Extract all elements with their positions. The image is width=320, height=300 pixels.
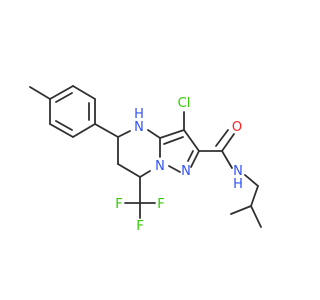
ring-h-label: H	[134, 107, 144, 122]
n-ch2-bond	[244, 174, 259, 187]
pyrazole-ring	[159, 129, 200, 173]
ch2-ch-bond	[250, 185, 259, 207]
pyrimidine-ring	[94, 123, 161, 178]
nh-c3a-bond	[147, 129, 161, 139]
c-n-amide-bond	[221, 150, 233, 169]
c7-c6-bond	[117, 163, 141, 178]
tolyl-group	[29, 85, 96, 138]
cf3-group	[124, 176, 156, 219]
structure-svg: Cl H N N N O N H F F F	[29, 85, 262, 234]
c5-nh-bond	[117, 130, 131, 138]
ring-n-label: N	[134, 120, 144, 135]
amide-n-label: N	[233, 164, 243, 179]
methyl-bond	[29, 86, 51, 100]
ring-nh-label: H N	[134, 107, 144, 135]
n-c7-bond	[139, 170, 151, 178]
c2-n-double-bond	[187, 150, 194, 162]
ring-bond	[72, 85, 96, 100]
c3a-c3-bond	[159, 129, 185, 139]
ring-bond	[49, 123, 74, 138]
ring-double-bond	[55, 92, 73, 103]
ch-ch3-bond	[230, 205, 252, 215]
fluorine-left-label: F	[115, 197, 122, 212]
aryl-link-bond	[94, 123, 119, 138]
pyrazole-nitrogen-label: N	[181, 164, 191, 179]
c3a-c3-double-bond	[163, 136, 184, 145]
c2-n-bond	[190, 150, 200, 168]
ring-bond	[72, 123, 96, 138]
n-n-bond	[168, 165, 181, 173]
c-o-bond	[221, 133, 235, 152]
chlorine-label: Cl	[178, 96, 191, 111]
bridge-nitrogen-label: N	[155, 159, 165, 174]
c3-c2-bond	[183, 129, 200, 152]
ring-double-bond	[55, 120, 73, 131]
amide-h-label: H	[233, 177, 243, 192]
oxygen-label: O	[232, 120, 242, 135]
fluorine-right-label: F	[157, 197, 164, 212]
ring-bond	[49, 85, 74, 100]
ch-ch3-bond	[250, 205, 262, 228]
fluorine-bottom-label: F	[136, 219, 143, 234]
c-o-double-bond	[215, 129, 229, 147]
amide-nh-label: N H	[233, 164, 243, 192]
molecule-diagram: Cl H N N N O N H F F F	[29, 85, 262, 234]
amide-group	[198, 129, 262, 228]
